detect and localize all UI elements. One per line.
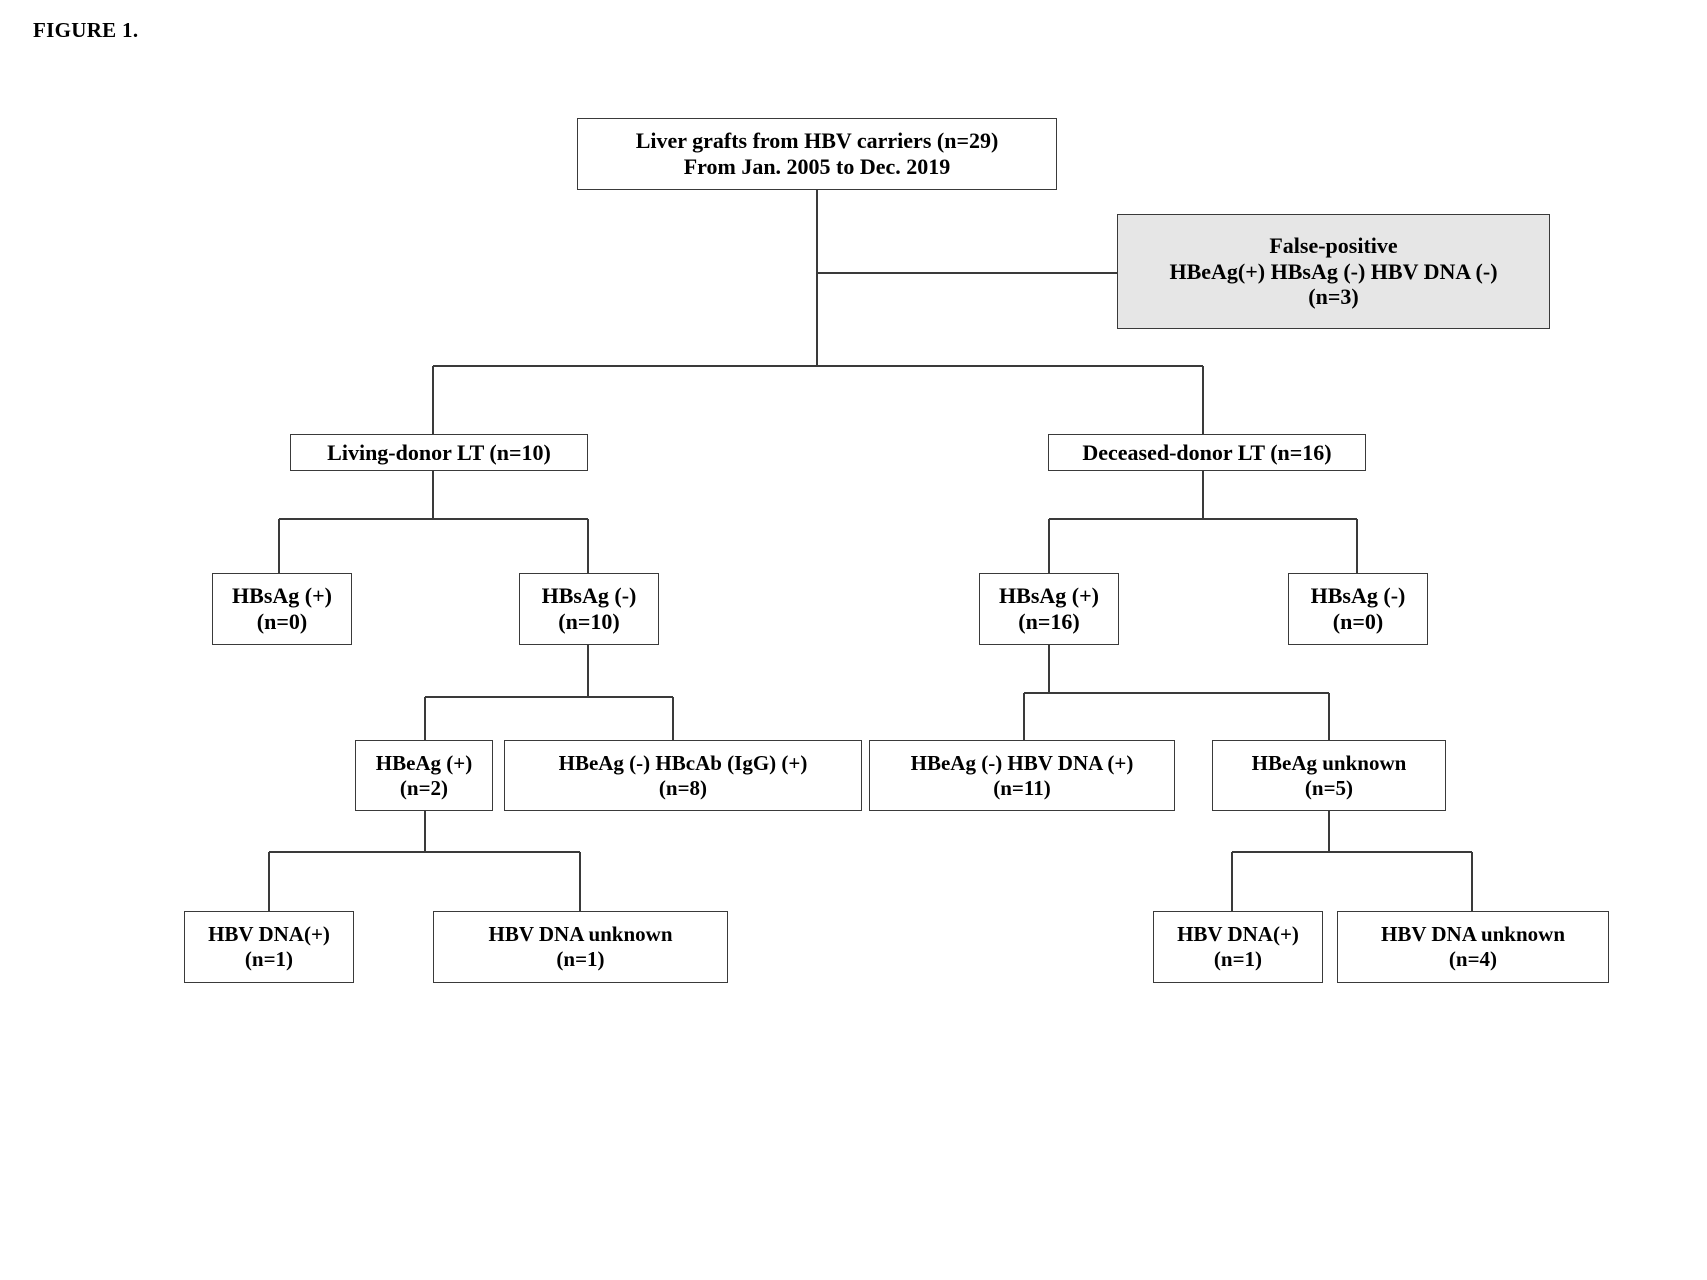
node-dd-hbsag-positive[interactable]: HBsAg (+) (n=16)	[979, 573, 1119, 645]
node-dd-hbsag-negative[interactable]: HBsAg (-) (n=0)	[1288, 573, 1428, 645]
node-dd-hbv-dna-unknown-line2: (n=4)	[1448, 947, 1498, 971]
node-dd-hbsag-positive-line2: (n=16)	[1018, 609, 1080, 634]
node-ld-hbsag-positive[interactable]: HBsAg (+) (n=0)	[212, 573, 352, 645]
node-ld-hbsag-negative-line2: (n=10)	[558, 609, 620, 634]
node-dd-hbeag-unknown[interactable]: HBeAg unknown (n=5)	[1212, 740, 1446, 811]
node-dd-hbsag-negative-line2: (n=0)	[1332, 609, 1384, 634]
node-ld-hbsag-positive-line1: HBsAg (+)	[232, 583, 332, 609]
node-living-donor-lt-line1: Living-donor LT (n=10)	[327, 439, 551, 465]
node-ld-hbeag-negative-hbcab-line2: (n=8)	[658, 775, 708, 800]
node-ld-hbsag-positive-line2: (n=0)	[256, 609, 308, 634]
node-dd-hbeag-unknown-line1: HBeAg unknown	[1251, 750, 1407, 775]
node-living-donor-lt[interactable]: Living-donor LT (n=10)	[290, 434, 588, 471]
node-ld-hbeag-positive-line2: (n=2)	[399, 775, 449, 800]
figure-label: FIGURE 1.	[33, 18, 139, 42]
node-deceased-donor-lt-line1: Deceased-donor LT (n=16)	[1082, 439, 1332, 465]
node-dd-hbv-dna-positive-line1: HBV DNA(+)	[1177, 922, 1299, 947]
node-dd-hbeag-negative-dna-positive-line1: HBeAg (-) HBV DNA (+)	[910, 750, 1134, 775]
node-ld-hbeag-positive-line1: HBeAg (+)	[375, 750, 473, 775]
node-dd-hbv-dna-positive-line2: (n=1)	[1213, 947, 1263, 971]
node-false-positive-line3: (n=3)	[1308, 284, 1359, 310]
node-false-positive-line1: False-positive	[1269, 232, 1398, 258]
node-ld-hbv-dna-positive[interactable]: HBV DNA(+) (n=1)	[184, 911, 354, 983]
node-dd-hbeag-unknown-line2: (n=5)	[1304, 775, 1354, 800]
node-root[interactable]: Liver grafts from HBV carriers (n=29) Fr…	[577, 118, 1057, 190]
node-ld-hbeag-negative-hbcab[interactable]: HBeAg (-) HBcAb (IgG) (+) (n=8)	[504, 740, 862, 811]
node-dd-hbeag-negative-dna-positive-line2: (n=11)	[993, 775, 1051, 800]
node-dd-hbv-dna-positive[interactable]: HBV DNA(+) (n=1)	[1153, 911, 1323, 983]
node-dd-hbv-dna-unknown[interactable]: HBV DNA unknown (n=4)	[1337, 911, 1609, 983]
node-ld-hbeag-negative-hbcab-line1: HBeAg (-) HBcAb (IgG) (+)	[558, 750, 808, 775]
node-deceased-donor-lt[interactable]: Deceased-donor LT (n=16)	[1048, 434, 1366, 471]
node-dd-hbeag-negative-dna-positive[interactable]: HBeAg (-) HBV DNA (+) (n=11)	[869, 740, 1175, 811]
node-root-line1: Liver grafts from HBV carriers (n=29)	[635, 128, 999, 154]
node-ld-hbv-dna-positive-line1: HBV DNA(+)	[208, 922, 330, 947]
node-ld-hbv-dna-unknown-line2: (n=1)	[556, 947, 605, 971]
node-dd-hbv-dna-unknown-line1: HBV DNA unknown	[1380, 922, 1566, 947]
node-false-positive-line2: HBeAg(+) HBsAg (-) HBV DNA (-)	[1169, 258, 1498, 284]
node-ld-hbsag-negative[interactable]: HBsAg (-) (n=10)	[519, 573, 659, 645]
node-ld-hbeag-positive[interactable]: HBeAg (+) (n=2)	[355, 740, 493, 811]
node-root-line2: From Jan. 2005 to Dec. 2019	[683, 154, 951, 179]
node-ld-hbv-dna-positive-line2: (n=1)	[244, 947, 294, 971]
node-dd-hbsag-negative-line1: HBsAg (-)	[1310, 583, 1406, 609]
node-ld-hbsag-negative-line1: HBsAg (-)	[541, 583, 637, 609]
node-false-positive[interactable]: False-positive HBeAg(+) HBsAg (-) HBV DN…	[1117, 214, 1550, 329]
node-ld-hbv-dna-unknown[interactable]: HBV DNA unknown (n=1)	[433, 911, 728, 983]
node-dd-hbsag-positive-line1: HBsAg (+)	[999, 583, 1099, 609]
node-ld-hbv-dna-unknown-line1: HBV DNA unknown	[488, 922, 673, 947]
